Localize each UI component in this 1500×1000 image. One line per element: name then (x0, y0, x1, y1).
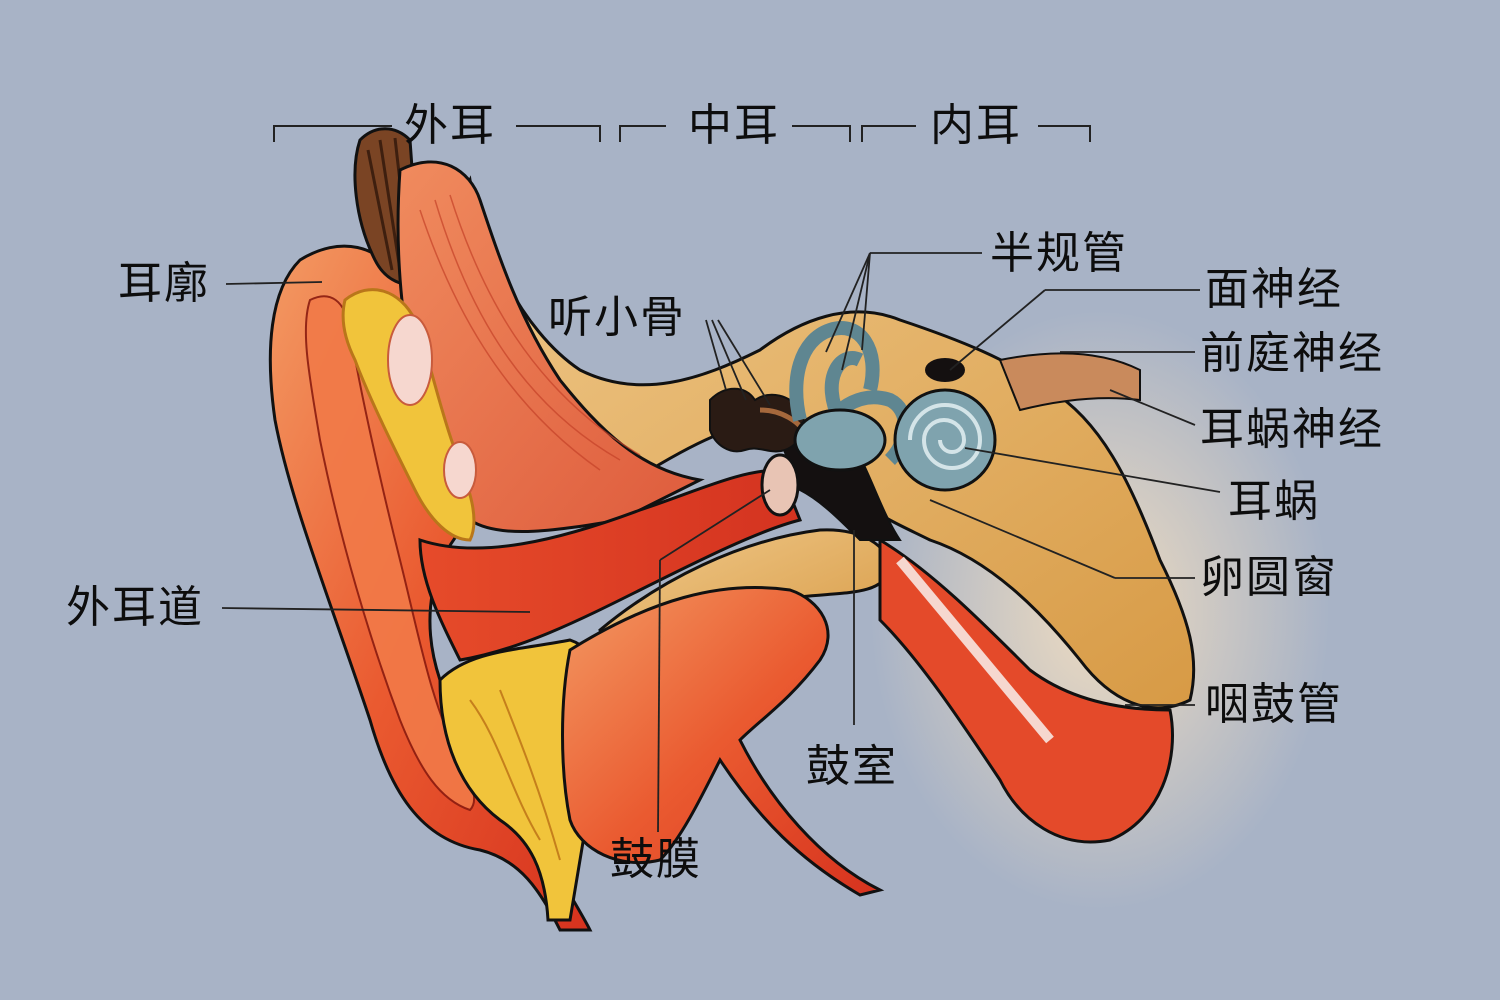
label-cochlear-nerve: 耳蜗神经 (1200, 404, 1384, 455)
label-facial-nerve: 面神经 (1205, 264, 1343, 315)
label-ear-canal: 外耳道 (66, 582, 204, 633)
facial-nerve-canal (925, 358, 965, 382)
muscle-fibers (419, 194, 641, 471)
label-ossicles: 听小骨 (548, 292, 686, 343)
eardrum-shape (760, 453, 800, 517)
lower-tissue (561, 586, 885, 897)
section-outer-ear: 外耳 (404, 100, 496, 151)
cartilage-spot (387, 314, 433, 406)
cartilage-spot (443, 441, 477, 499)
section-middle-ear: 中耳 (688, 100, 780, 151)
nerves-shape (998, 352, 1141, 412)
label-oval-window: 卵圆窗 (1200, 552, 1338, 603)
leader-lines (221, 252, 1221, 833)
label-auricle: 耳廓 (118, 258, 210, 309)
section-inner-ear: 内耳 (930, 100, 1022, 151)
eustachian-lumen (896, 556, 1054, 744)
label-tympanic-cavity: 鼓室 (806, 741, 898, 792)
label-semicircular-canals: 半规管 (990, 228, 1128, 279)
label-eustachian-tube: 咽鼓管 (1205, 679, 1343, 730)
lower-cartilage-texture (469, 689, 561, 861)
vestibule-shape (793, 408, 887, 472)
cochlea-shape (893, 388, 997, 492)
eustachian-tube-shape (878, 537, 1174, 844)
label-cochlea: 耳蜗 (1228, 476, 1320, 527)
label-vestibular-nerve: 前庭神经 (1200, 328, 1384, 379)
label-eardrum: 鼓膜 (610, 834, 702, 885)
section-brackets (273, 125, 1091, 142)
